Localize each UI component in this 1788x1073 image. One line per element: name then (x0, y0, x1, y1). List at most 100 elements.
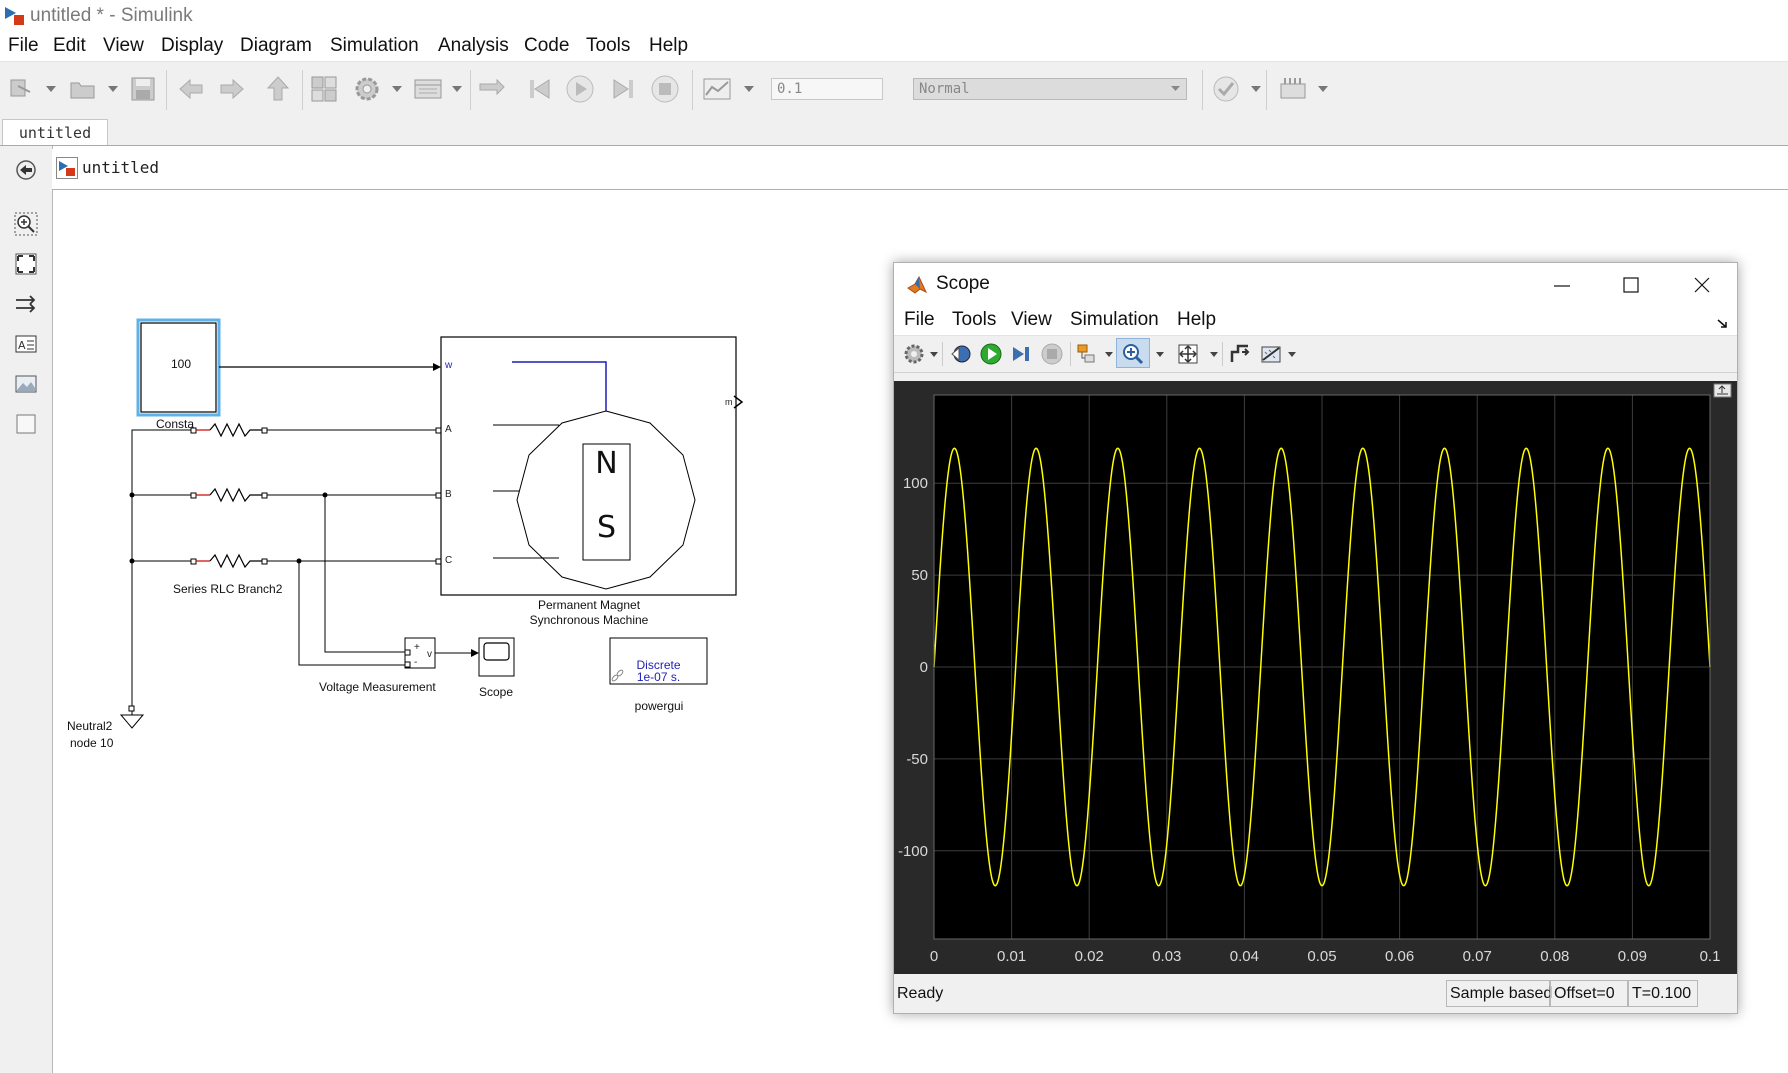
menu-help[interactable]: Help (649, 35, 689, 56)
scope-zoom-in-icon[interactable] (1121, 342, 1145, 366)
status-ready: Ready (897, 985, 944, 1002)
toolbar-separator (470, 70, 471, 110)
model-advisor-check-icon[interactable] (1211, 74, 1241, 104)
settings-gear-icon[interactable] (352, 74, 382, 104)
menu-analysis[interactable]: Analysis (438, 35, 509, 56)
close-icon[interactable] (1694, 277, 1710, 293)
simulation-mode-select[interactable]: Normal (913, 78, 1187, 100)
title-bar: untitled * - Simulink (0, 0, 1788, 31)
highlight-block-icon[interactable] (1076, 342, 1100, 366)
triggers-icon[interactable] (1228, 342, 1252, 366)
step-forward-icon[interactable] (608, 74, 638, 104)
scope-step-back-icon[interactable] (949, 342, 973, 366)
fit-to-view-icon[interactable] (14, 252, 38, 276)
powergui-block[interactable] (609, 637, 708, 685)
scope-run-icon[interactable] (979, 342, 1003, 366)
library-browser-icon[interactable] (309, 74, 339, 104)
scope-menu-file[interactable]: File (904, 309, 935, 330)
menu-edit[interactable]: Edit (53, 35, 86, 56)
scope-step-forward-icon[interactable] (1010, 342, 1034, 366)
menu-diagram[interactable]: Diagram (240, 35, 312, 56)
back-icon[interactable] (176, 74, 206, 104)
model-explorer-icon[interactable] (413, 74, 443, 104)
open-dropdown-icon[interactable] (108, 86, 118, 94)
measurements-dropdown-icon[interactable] (1288, 352, 1296, 358)
maximize-icon[interactable] (1623, 277, 1639, 293)
x-tick-label: 0.04 (1230, 948, 1259, 965)
settings-dropdown-icon[interactable] (930, 352, 938, 358)
matlab-logo-icon (907, 275, 928, 294)
forward-icon[interactable] (217, 74, 247, 104)
data-inspector-icon[interactable] (702, 74, 732, 104)
neutral-bus[interactable] (131, 429, 191, 706)
menu-view[interactable]: View (103, 35, 144, 56)
dock-arrow-icon[interactable] (1717, 319, 1729, 329)
menu-display[interactable]: Display (161, 35, 224, 56)
up-to-parent-icon[interactable] (263, 74, 293, 104)
constant-block[interactable] (140, 322, 217, 413)
menu-simulation[interactable]: Simulation (330, 35, 419, 56)
scope-menu-simulation[interactable]: Simulation (1070, 309, 1159, 330)
rlc-branch-a[interactable] (190, 422, 268, 438)
stop-icon[interactable] (650, 74, 680, 104)
explorer-dropdown-icon[interactable] (452, 86, 462, 94)
undock-plot-icon[interactable] (1713, 383, 1732, 398)
port-a-label: A (445, 424, 452, 435)
signal-arrow (433, 363, 441, 371)
vmeas-out-label: v (427, 649, 432, 660)
scale-axes-icon[interactable] (1176, 342, 1200, 366)
breadcrumb-item-untitled[interactable]: untitled (82, 158, 160, 177)
scope-stop-icon[interactable] (1040, 342, 1064, 366)
save-icon[interactable] (128, 74, 158, 104)
build-model-icon[interactable] (1278, 74, 1308, 104)
new-dropdown-icon[interactable] (46, 86, 56, 94)
signal-arrows-icon[interactable] (14, 292, 38, 316)
highlight-dropdown-icon[interactable] (1105, 352, 1113, 358)
ground-icon[interactable] (119, 714, 145, 729)
new-model-icon[interactable] (8, 74, 38, 104)
update-diagram-icon[interactable] (477, 74, 507, 104)
hide-model-browser-icon[interactable] (14, 158, 38, 182)
signal-arrow (471, 649, 479, 657)
stop-time-input[interactable]: 0.1 (771, 78, 883, 100)
rlc-branch-c[interactable] (190, 553, 268, 569)
toolbar-separator (1202, 70, 1203, 110)
menu-file[interactable]: File (8, 35, 39, 56)
link-icon (611, 669, 624, 682)
scope-window[interactable]: Scope File Tools View Simulation Help (893, 262, 1738, 1014)
vmeas-minus-wire[interactable] (298, 561, 405, 666)
tab-untitled[interactable]: untitled (2, 119, 108, 145)
scope-menu-tools[interactable]: Tools (952, 309, 997, 330)
port-m-label: m (725, 397, 733, 407)
zoom-dropdown-icon[interactable] (1156, 352, 1164, 358)
minimize-icon[interactable] (1554, 278, 1570, 292)
signal-trace (933, 447, 1711, 887)
vmeas-plus-wire[interactable] (324, 495, 405, 653)
scale-dropdown-icon[interactable] (1210, 352, 1218, 358)
plot-axes-frame (933, 394, 1711, 940)
open-icon[interactable] (68, 74, 98, 104)
neutral-label-line2: node 10 (70, 736, 114, 750)
junction-dot (129, 492, 135, 498)
image-icon[interactable] (14, 372, 38, 396)
menu-tools[interactable]: Tools (586, 35, 631, 56)
scope-settings-gear-icon[interactable] (902, 342, 926, 366)
step-back-icon[interactable] (525, 74, 555, 104)
area-icon[interactable] (14, 412, 38, 436)
inspector-dropdown-icon[interactable] (744, 86, 754, 94)
vmeas-port-plus (404, 649, 411, 656)
rlc-branch-b[interactable] (190, 487, 268, 503)
zoom-in-icon[interactable] (14, 212, 38, 236)
build-dropdown-icon[interactable] (1318, 86, 1328, 94)
y-tick-label: -100 (898, 843, 928, 860)
scope-menu-help[interactable]: Help (1177, 309, 1217, 330)
settings-dropdown-icon[interactable] (392, 86, 402, 94)
scope-toolbar (894, 335, 1737, 373)
measurements-icon[interactable] (1259, 342, 1283, 366)
run-icon[interactable] (565, 74, 595, 104)
scope-menu-view[interactable]: View (1011, 309, 1052, 330)
advisor-dropdown-icon[interactable] (1251, 86, 1261, 94)
annotation-icon[interactable]: A (14, 332, 38, 356)
menu-code[interactable]: Code (524, 35, 570, 56)
